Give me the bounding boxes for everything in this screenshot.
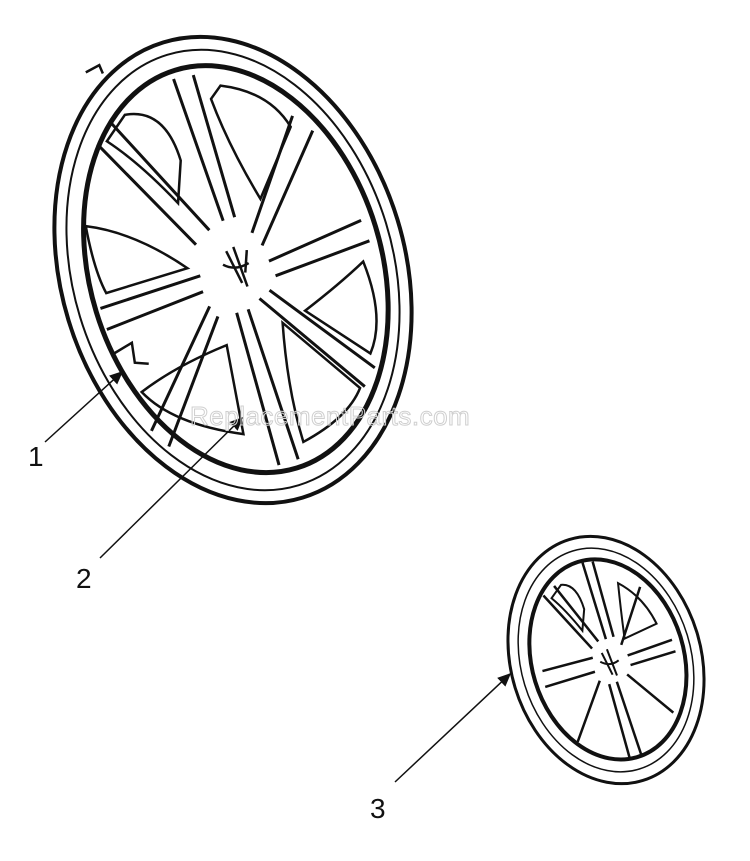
small-window-right — [616, 581, 658, 641]
small-window-top — [550, 583, 586, 634]
leader-line-2 — [99, 416, 244, 559]
leader-line-1 — [44, 370, 124, 443]
large-wheel-cover — [52, 34, 414, 506]
callout-3: 3 — [370, 793, 386, 824]
leader-lines — [44, 370, 512, 783]
ring-tab — [85, 63, 104, 74]
cover-face-rim — [81, 63, 391, 476]
small-outer-ring-inner — [517, 547, 695, 773]
outer-ring-inner-edge — [65, 48, 401, 492]
spokes — [96, 74, 376, 466]
callout-2: 2 — [76, 563, 92, 594]
outer-ring — [52, 34, 414, 506]
callout-1: 1 — [28, 441, 44, 472]
ring-clip — [113, 340, 149, 365]
leader-line-3 — [394, 672, 512, 783]
small-center-logo — [599, 648, 620, 676]
window-cutouts — [84, 84, 378, 444]
center-logo — [222, 246, 250, 287]
small-cover-face — [527, 557, 689, 762]
small-spokes — [542, 561, 676, 758]
small-outer-ring — [506, 534, 706, 786]
small-wheel-cover — [506, 534, 706, 786]
watermark: ReplacementParts.com — [190, 401, 470, 431]
